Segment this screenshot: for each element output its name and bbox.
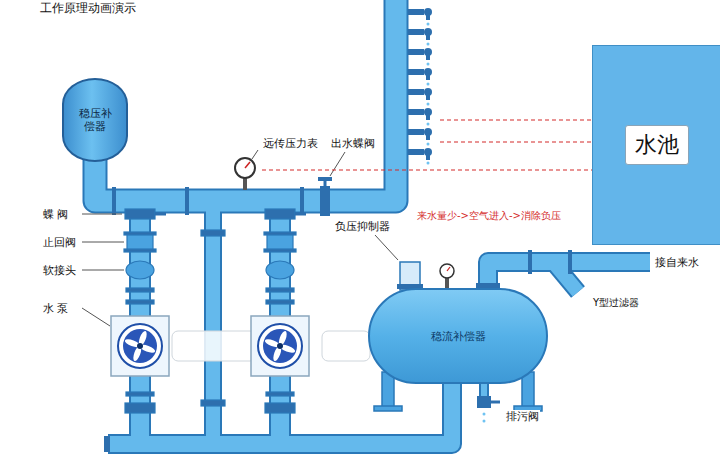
part-label: 接自来水	[654, 256, 700, 269]
pressure-tank: 稳压补偿器	[62, 78, 128, 162]
part-label: 止回阀	[42, 236, 77, 249]
part-label: 负压抑制器	[334, 220, 391, 233]
node-text: 稳压补偿器	[77, 107, 113, 133]
part-label: 蝶 阀	[42, 208, 70, 221]
part-label: 出水蝶阀	[330, 137, 376, 150]
water-pool: 水池	[592, 45, 720, 245]
part-label: 水 泵	[42, 302, 70, 315]
part-label: 远传压力表	[262, 137, 319, 150]
part-label: Y型过滤器	[592, 296, 640, 309]
node-text: 水池	[625, 125, 689, 165]
part-label: 来水量少->空气进入->消除负压	[416, 209, 562, 222]
part-label: 排污阀	[505, 410, 540, 423]
node-text: 稳流补偿器	[431, 330, 486, 343]
flow-tank: 稳流补偿器	[368, 288, 548, 384]
part-label: 软接头	[42, 264, 77, 277]
diagram-title: 工作原理动画演示	[40, 1, 136, 15]
